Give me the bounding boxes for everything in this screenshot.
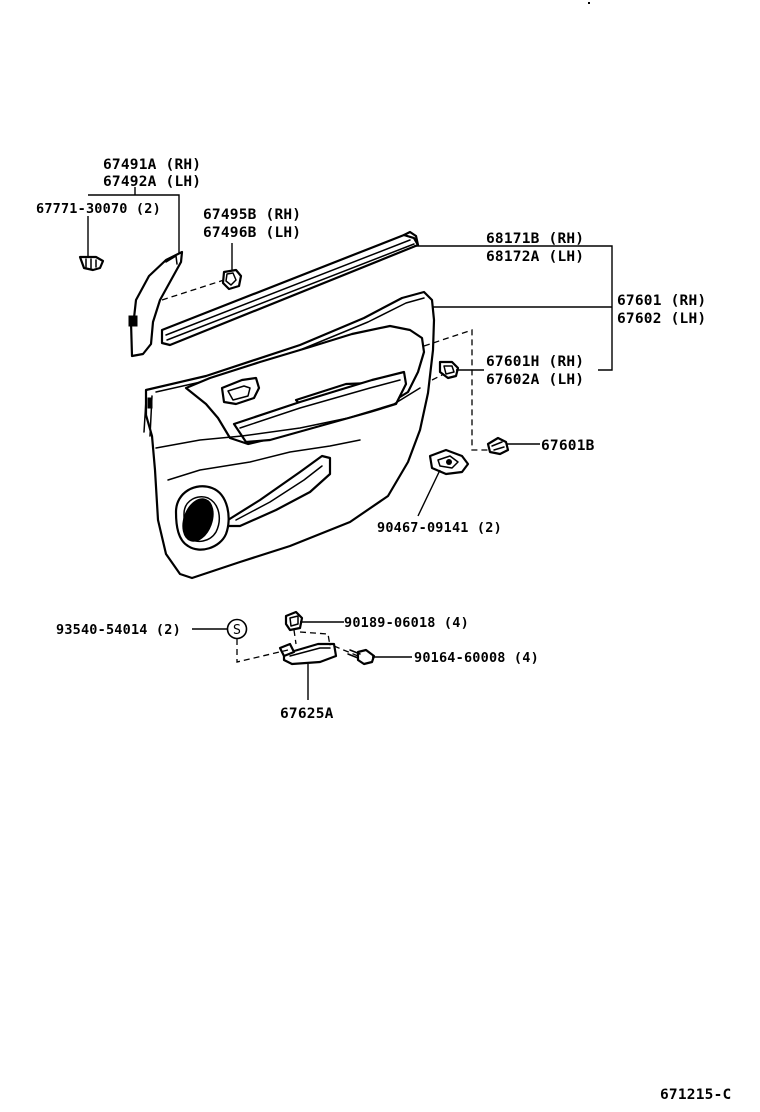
label-panel-rh: 67601 (RH) [617, 293, 706, 309]
label-cap: 93540-54014 (2) [56, 622, 181, 638]
cap-symbol: S [226, 618, 248, 640]
board-clip-part [438, 360, 460, 380]
stray-mark [588, 2, 590, 4]
part-labels: 67491A (RH) 67492A (LH) 67771-30070 (2) … [36, 157, 731, 1103]
label-board-lh: 67602A (LH) [486, 372, 584, 388]
grommet-part [221, 268, 243, 291]
label-clip-screw: 67771-30070 (2) [36, 201, 161, 217]
label-grommet-rh: 67495B (RH) [203, 207, 301, 223]
trim-clip-tab [128, 315, 138, 327]
bolt-part [347, 648, 376, 666]
retainer-bracket-part [428, 448, 470, 476]
label-trim-lh: 67492A (LH) [103, 174, 201, 190]
bracket-hole [446, 459, 452, 465]
assembly-dashed-lines [161, 279, 490, 663]
label-trim-rh: 67491A (RH) [103, 157, 201, 173]
nut-part [284, 610, 304, 632]
cap-symbol-letter: S [233, 622, 241, 638]
label-board-rh: 67601H (RH) [486, 354, 584, 370]
label-nut: 90189-06018 (4) [344, 615, 469, 631]
label-handle: 67625A [280, 706, 334, 722]
label-weatherstrip-rh: 68171B (RH) [486, 231, 584, 247]
panel-clip-part [486, 436, 510, 456]
panel-edge-clip [147, 397, 153, 409]
label-grommet-lh: 67496B (LH) [203, 225, 301, 241]
clip-screw-part [78, 255, 105, 272]
label-panel-lh: 67602 (LH) [617, 311, 706, 327]
upper-trim-garnish [128, 250, 184, 358]
pull-handle-part [278, 642, 338, 666]
label-bolt: 90164-60008 (4) [414, 650, 539, 666]
belt-weatherstrip [160, 230, 420, 347]
leader-lines [87, 187, 613, 700]
label-clip: 67601B [541, 438, 595, 454]
label-bracket-screw: 90467-09141 (2) [377, 520, 502, 536]
speaker-cone [182, 498, 214, 542]
drawing-number: 671215-C [660, 1087, 731, 1103]
door-trim-panel [143, 290, 436, 580]
label-weatherstrip-lh: 68172A (LH) [486, 249, 584, 265]
